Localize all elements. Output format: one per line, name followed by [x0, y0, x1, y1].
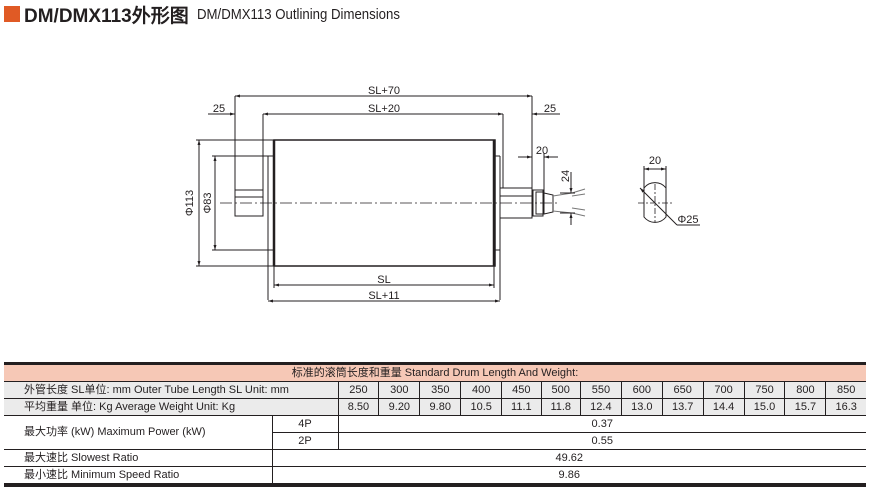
- weight-cell: 12.4: [579, 398, 622, 416]
- weight-cell: 15.0: [743, 398, 786, 416]
- dim-end-dia: Φ83: [202, 192, 214, 213]
- length-cell: 400: [460, 381, 503, 399]
- dim-left-shaft: 25: [213, 103, 225, 115]
- dim-shaft-span: SL+20: [368, 103, 400, 115]
- slowest-ratio-label: 最大速比 Slowest Ratio: [4, 449, 273, 467]
- length-cell: 750: [743, 381, 786, 399]
- weight-cell: 14.4: [702, 398, 745, 416]
- length-cell: 250: [337, 381, 380, 399]
- slowest-ratio-row: 最大速比 Slowest Ratio 49.62: [4, 449, 866, 467]
- length-cell: 350: [419, 381, 462, 399]
- weight-cell: 13.7: [661, 398, 704, 416]
- outline-drawing: SL+70 SL+20 25 25 20 24 Φ113 Φ83 SL SL+1…: [184, 85, 700, 303]
- length-cell: 800: [784, 381, 827, 399]
- length-cell: 850: [825, 381, 866, 399]
- length-row: 外管长度 SL单位: mm Outer Tube Length SL Unit:…: [4, 381, 866, 399]
- weight-cell: 16.3: [825, 398, 866, 416]
- weight-row: 平均重量 单位: Kg Average Weight Unit: Kg 8.50…: [4, 398, 866, 416]
- table-caption-row: 标准的滚筒长度和重量 Standard Drum Length And Weig…: [4, 362, 866, 382]
- dim-gland-dia: 24: [560, 170, 572, 182]
- weight-label: 平均重量 单位: Kg Average Weight Unit: Kg: [4, 398, 339, 416]
- dim-body-length: SL+11: [368, 290, 399, 302]
- power-4p-value: 0.37: [337, 415, 866, 433]
- table-caption: 标准的滚筒长度和重量 Standard Drum Length And Weig…: [4, 362, 866, 382]
- weight-cell: 8.50: [337, 398, 380, 416]
- spec-table: 标准的滚筒长度和重量 Standard Drum Length And Weig…: [4, 362, 866, 487]
- pole-4p: 4P: [271, 415, 339, 433]
- dim-overall: SL+70: [368, 85, 400, 97]
- title-english: DM/DMX113 Outlining Dimensions: [196, 5, 400, 23]
- power-2p-value: 0.55: [337, 432, 866, 450]
- length-cell: 700: [702, 381, 745, 399]
- slowest-ratio-value: 49.62: [271, 449, 866, 467]
- dim-right-shaft: 25: [544, 103, 556, 115]
- weight-cell: 9.20: [378, 398, 421, 416]
- power-row-4p: 最大功率 (kW) Maximum Power (kW) 4P 0.37: [4, 415, 866, 450]
- min-speed-ratio-value: 9.86: [271, 466, 866, 487]
- dim-flat-width: 20: [649, 155, 661, 167]
- shaft-end-view: [638, 166, 700, 226]
- length-cell: 300: [378, 381, 421, 399]
- title-accent-square: [4, 6, 20, 22]
- pole-2p: 2P: [271, 432, 339, 450]
- length-cell: 650: [661, 381, 704, 399]
- dim-shaft-dia: Φ25: [677, 214, 698, 226]
- length-cell: 450: [501, 381, 542, 399]
- min-speed-ratio-label: 最小速比 Minimum Speed Ratio: [4, 466, 273, 487]
- length-cell: 500: [540, 381, 581, 399]
- weight-cell: 11.1: [501, 398, 542, 416]
- cable: [552, 188, 586, 217]
- weight-cell: 15.7: [784, 398, 827, 416]
- page-title: DM/DMX113外形图 DM/DMX113 Outlining Dimensi…: [4, 2, 427, 27]
- power-label: 最大功率 (kW) Maximum Power (kW): [4, 415, 273, 450]
- length-cell: 550: [579, 381, 622, 399]
- title-chinese: DM/DMX113外形图: [24, 5, 189, 27]
- dim-tube-dia: Φ113: [184, 190, 196, 216]
- min-speed-ratio-row: 最小速比 Minimum Speed Ratio 9.86: [4, 466, 866, 487]
- weight-cell: 10.5: [460, 398, 503, 416]
- length-label: 外管长度 SL单位: mm Outer Tube Length SL Unit:…: [4, 381, 339, 399]
- weight-cell: 11.8: [540, 398, 581, 416]
- dim-gland-length: 20: [536, 145, 548, 157]
- dim-tube-length: SL: [377, 274, 390, 286]
- length-cell: 600: [620, 381, 663, 399]
- weight-cell: 13.0: [620, 398, 663, 416]
- weight-cell: 9.80: [419, 398, 462, 416]
